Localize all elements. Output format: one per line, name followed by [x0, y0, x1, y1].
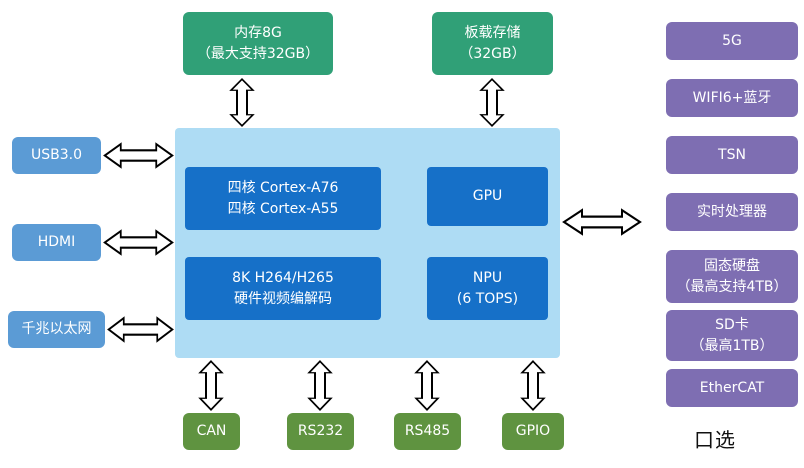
box-memory: 内存8G （最大支持32GB）	[183, 12, 333, 75]
box-tsn: TSN	[666, 136, 798, 174]
box-can: CAN	[183, 413, 240, 450]
box-ethercat: EtherCAT	[666, 369, 798, 407]
box-onboard-storage: 板载存储 （32GB）	[432, 12, 553, 75]
arrow-soc-peripherals-icon	[562, 208, 642, 236]
arrow-soc-rs232-icon	[307, 360, 333, 411]
arrow-soc-rs485-icon	[414, 360, 440, 411]
box-gpio: GPIO	[502, 413, 564, 450]
arrow-hdmi-soc-icon	[103, 229, 174, 256]
box-5g: 5G	[666, 22, 798, 60]
npu-block: NPU (6 TOPS)	[427, 257, 548, 320]
gpu-block: GPU	[427, 167, 548, 226]
box-hdmi: HDMI	[12, 224, 101, 261]
arrow-storage-soc-icon	[479, 78, 505, 127]
box-rs232: RS232	[287, 413, 354, 450]
arrow-usb3-soc-icon	[103, 142, 174, 169]
box-sd-card: SD卡 （最高1TB）	[666, 310, 798, 361]
box-usb3: USB3.0	[12, 137, 101, 174]
legend-optional: 口选	[694, 428, 736, 452]
soc-main-block: 四核 Cortex-A76 四核 Cortex-A55 GPU 8K H264/…	[175, 128, 560, 358]
box-rs485: RS485	[394, 413, 461, 450]
box-wifi6-bluetooth: WIFI6+蓝牙	[666, 79, 798, 117]
box-realtime-processor: 实时处理器	[666, 193, 798, 231]
arrow-memory-soc-icon	[229, 78, 255, 127]
cpu-block: 四核 Cortex-A76 四核 Cortex-A55	[185, 167, 381, 230]
arrow-soc-gpio-icon	[520, 360, 546, 411]
arrow-soc-can-icon	[198, 360, 224, 411]
box-ssd: 固态硬盘 （最高支持4TB）	[666, 250, 798, 303]
box-gigabit-ethernet: 千兆以太网	[8, 311, 105, 348]
video-codec-block: 8K H264/H265 硬件视频编解码	[185, 257, 381, 320]
arrow-ethernet-soc-icon	[107, 316, 174, 343]
